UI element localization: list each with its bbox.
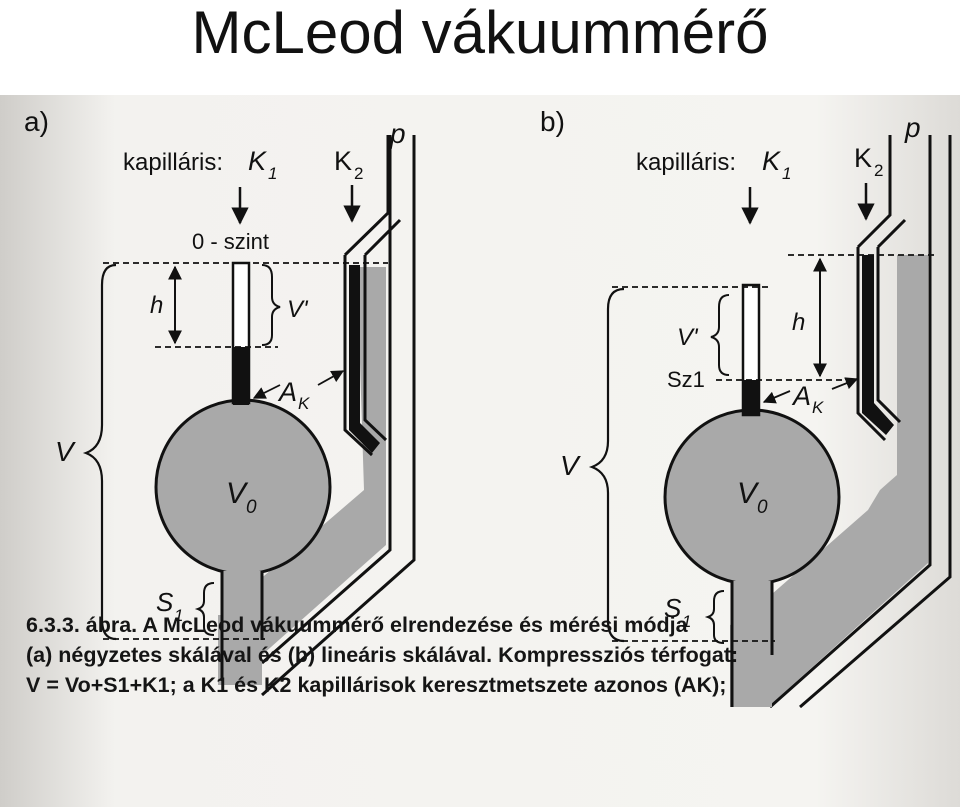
panel-a-v-label: V bbox=[55, 436, 76, 467]
scanned-figure: a) kapilláris: K 1 K 2 p 0 - szint h V' … bbox=[0, 95, 960, 807]
panel-a-k2-sub: 2 bbox=[354, 164, 363, 183]
panel-b-mercury-reservoir bbox=[730, 255, 928, 707]
panel-b-neck bbox=[732, 581, 772, 707]
panel-a-k1-sub: 1 bbox=[268, 164, 277, 183]
panel-b-vprime-brace bbox=[710, 294, 730, 376]
panel-a: a) kapilláris: K 1 K 2 p 0 - szint h V' … bbox=[24, 106, 416, 697]
panel-a-zero-level-label: 0 - szint bbox=[192, 229, 269, 254]
panel-b-outer-tube bbox=[769, 135, 952, 709]
panel-a-letter: a) bbox=[24, 106, 49, 137]
panel-a-v0-label: V bbox=[226, 477, 249, 510]
panel-b-s1-label: S bbox=[664, 593, 682, 623]
panel-b-sz1-label: Sz1 bbox=[667, 367, 705, 392]
panel-b-ak-arrow-right bbox=[831, 377, 859, 390]
panel-a-outer-tube bbox=[261, 135, 416, 697]
panel-a-v0-sub: 0 bbox=[246, 497, 257, 518]
panel-b-k2-sub: 2 bbox=[874, 161, 883, 180]
panel-a-k2-label: K bbox=[334, 146, 352, 176]
panel-b-ak-label: A bbox=[791, 381, 811, 411]
panel-b-letter: b) bbox=[540, 106, 565, 137]
panel-b-v0-label: V bbox=[737, 477, 760, 510]
panel-a-h-label: h bbox=[150, 292, 163, 319]
panel-a-v-brace bbox=[82, 263, 117, 641]
panel-a-ak-arrow-left bbox=[252, 384, 281, 399]
slide-title: McLeod vákuummérő bbox=[191, 0, 769, 66]
panel-b-k2-tube bbox=[856, 135, 907, 442]
panel-b-ak-sub: K bbox=[812, 398, 824, 417]
panel-b-vprime-label: V' bbox=[677, 324, 699, 351]
panel-b: b) kapilláris: K 1 K 2 p V' h Sz1 A K V … bbox=[540, 106, 952, 709]
panel-b-k2-label: K bbox=[854, 143, 872, 173]
panel-a-s1-brace bbox=[194, 582, 215, 636]
panel-a-k2-mercury bbox=[349, 265, 380, 453]
panel-a-ak-arrow-right bbox=[317, 370, 345, 386]
panel-b-s1-sub: 1 bbox=[682, 612, 691, 631]
panel-a-s1-label: S bbox=[156, 587, 174, 617]
panel-a-ak-label: A bbox=[277, 377, 297, 407]
panel-a-capillary-label: kapilláris: bbox=[123, 149, 223, 176]
panel-b-k1-mercury bbox=[743, 380, 759, 414]
panel-a-k2-tube bbox=[343, 135, 402, 457]
panel-b-ak-arrow-left bbox=[762, 390, 791, 404]
panel-a-k1-label: K bbox=[248, 146, 267, 176]
panel-b-v-brace bbox=[588, 287, 625, 643]
caption-line-3: V = Vo+S1+K1; a K1 és K2 kapillárisok ke… bbox=[26, 673, 727, 697]
caption-line-1: 6.3.3. ábra. A McLeod vákuummérő elrende… bbox=[26, 613, 688, 637]
caption-line-2: (a) négyzetes skálával és (b) lineáris s… bbox=[26, 643, 739, 667]
panel-a-ak-sub: K bbox=[298, 394, 310, 413]
panel-a-vprime-brace bbox=[261, 264, 281, 346]
panel-b-s1-brace bbox=[704, 590, 725, 644]
panel-a-p-label: p bbox=[389, 118, 406, 149]
panel-b-p-label: p bbox=[904, 112, 921, 143]
panel-b-v-label: V bbox=[560, 450, 581, 481]
panel-b-k1-sub: 1 bbox=[782, 164, 791, 183]
panel-b-v0-sub: 0 bbox=[757, 497, 768, 518]
panel-a-vprime-label: V' bbox=[287, 296, 309, 323]
mcleod-diagram: a) kapilláris: K 1 K 2 p 0 - szint h V' … bbox=[0, 95, 960, 807]
figure-caption: 6.3.3. ábra. A McLeod vákuummérő elrende… bbox=[26, 610, 946, 700]
panel-b-capillary-label: kapilláris: bbox=[636, 149, 736, 176]
panel-a-s1-sub: 1 bbox=[174, 606, 183, 625]
panel-a-k1-mercury bbox=[233, 347, 249, 405]
panel-b-k1-label: K bbox=[762, 146, 781, 176]
panel-b-h-label: h bbox=[792, 309, 805, 336]
panel-b-k2-mercury bbox=[862, 255, 894, 435]
panel-a-neck bbox=[222, 571, 262, 681]
